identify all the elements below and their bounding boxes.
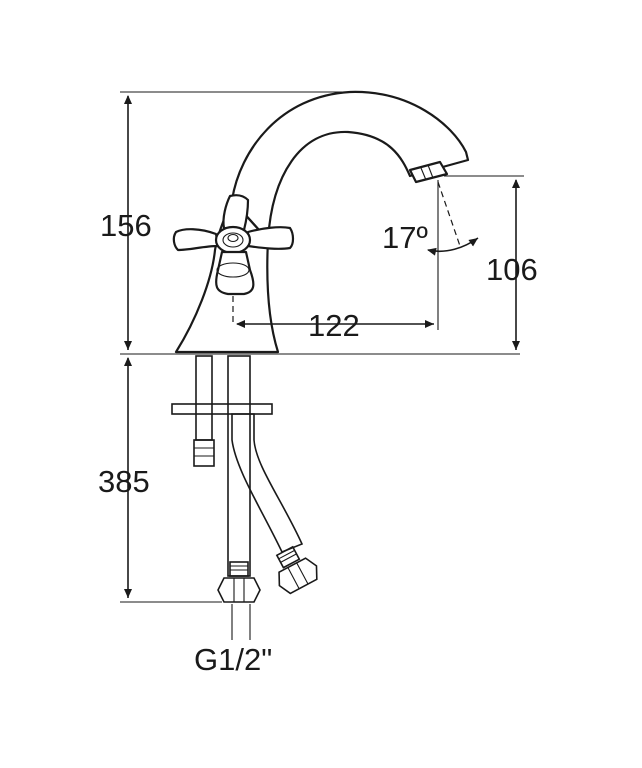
faucet-body <box>172 90 470 354</box>
spout-axis-line <box>437 181 461 247</box>
cross-handle <box>172 194 295 296</box>
label-hose-length: 385 <box>98 464 150 499</box>
label-spout-angle: 17º <box>382 220 428 255</box>
handle-stem <box>215 250 255 296</box>
spout <box>230 90 470 242</box>
label-connection-thread: G1/2" <box>194 642 272 677</box>
fitting-bent <box>275 545 318 595</box>
mounting-stud <box>195 355 213 441</box>
handle-arm-right <box>246 226 295 250</box>
underside-connections <box>171 355 318 603</box>
dimension-lines <box>120 91 524 640</box>
fitting-straight <box>217 561 261 603</box>
label-outlet-height: 106 <box>486 252 538 287</box>
label-spout-reach: 122 <box>308 308 360 343</box>
stud-nut <box>193 439 215 467</box>
handle-arm-top <box>222 194 250 232</box>
dim-17-arc <box>427 237 479 256</box>
hose-bent <box>231 413 304 554</box>
mounting-washer <box>171 403 273 415</box>
label-overall-height: 156 <box>100 208 152 243</box>
handle-hub <box>214 225 252 255</box>
handle-arm-left <box>172 228 220 252</box>
aerator <box>408 160 449 184</box>
